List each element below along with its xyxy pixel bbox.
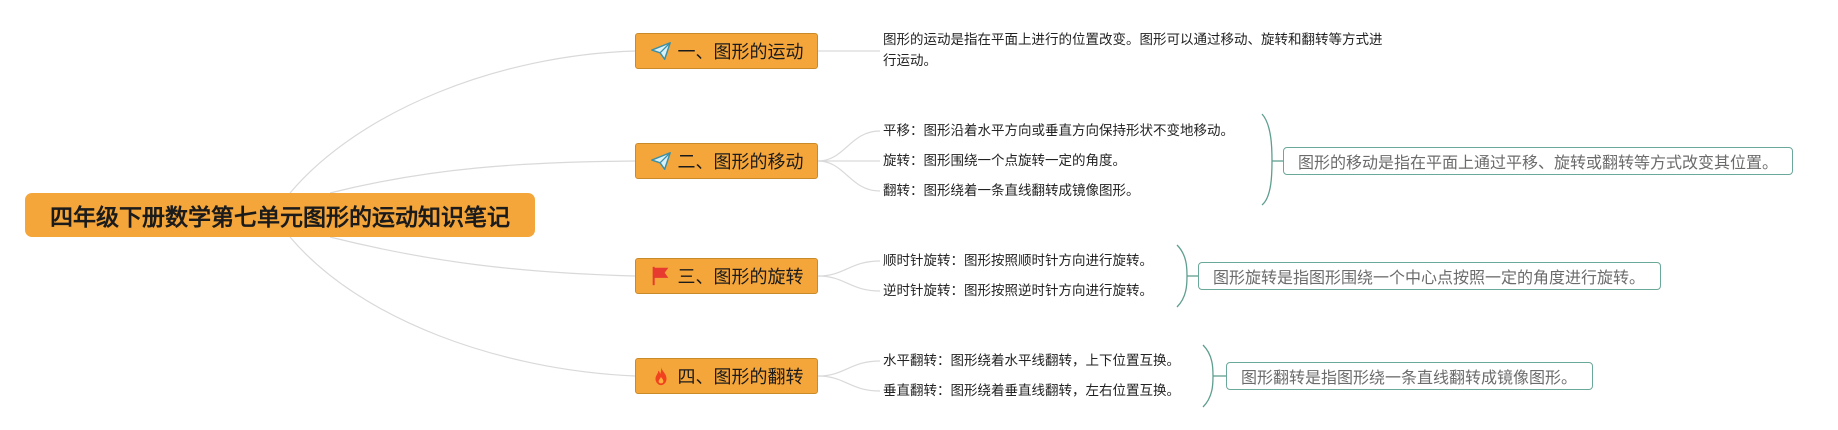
summary-topic-2[interactable]: 图形的移动是指在平面上通过平移、旋转或翻转等方式改变其位置。	[1283, 147, 1793, 175]
link-root-branch-1	[289, 50, 636, 194]
paper-plane-icon	[650, 40, 672, 62]
summary-topic-3[interactable]: 图形旋转是指图形围绕一个中心点按照一定的角度进行旋转。	[1198, 262, 1661, 290]
leaf-topic-2-2[interactable]: 旋转：图形围绕一个点旋转一定的角度。	[883, 153, 1126, 169]
link-root-branch-4	[289, 236, 636, 377]
link-branch-3-leaf-2	[817, 275, 881, 292]
summary-bracket-2	[1261, 113, 1273, 206]
branch-topic-3-label: 三、图形的旋转	[677, 267, 804, 288]
summary-topic-2-label: 图形的移动是指在平面上通过平移、旋转或翻转等方式改变其位置。	[1298, 153, 1779, 172]
summary-topic-4[interactable]: 图形翻转是指图形绕一条直线翻转成镜像图形。	[1226, 362, 1593, 390]
summary-bracket-3	[1176, 244, 1188, 308]
branch-topic-1-label: 一、图形的运动	[677, 42, 804, 63]
root-topic-label: 四年级下册数学第七单元图形的运动知识笔记	[50, 205, 510, 231]
branch-topic-4[interactable]: 四、图形的翻转	[635, 358, 818, 394]
branch-topic-4-label: 四、图形的翻转	[677, 367, 804, 388]
link-branch-3-leaf-1	[817, 260, 881, 277]
leaf-topic-2-3[interactable]: 翻转：图形绕着一条直线翻转成镜像图形。	[883, 183, 1140, 199]
link-branch-4-leaf-1	[817, 360, 881, 377]
link-root-branch-3	[329, 236, 636, 277]
flag-icon	[650, 265, 672, 287]
leaf-topic-4-1[interactable]: 水平翻转：图形绕着水平线翻转，上下位置互换。	[883, 353, 1180, 369]
branch-topic-3[interactable]: 三、图形的旋转	[635, 258, 818, 294]
summary-topic-4-label: 图形翻转是指图形绕一条直线翻转成镜像图形。	[1241, 368, 1578, 387]
leaf-topic-3-1[interactable]: 顺时针旋转：图形按照顺时针方向进行旋转。	[883, 253, 1153, 269]
summary-bracket-4	[1202, 344, 1214, 408]
branch-topic-2-label: 二、图形的移动	[677, 152, 804, 173]
leaf-topic-3-2[interactable]: 逆时针旋转：图形按照逆时针方向进行旋转。	[883, 283, 1153, 299]
link-branch-4-leaf-2	[817, 375, 881, 392]
paper-plane-icon	[650, 150, 672, 172]
summary-topic-3-label: 图形旋转是指图形围绕一个中心点按照一定的角度进行旋转。	[1213, 268, 1646, 287]
root-topic[interactable]: 四年级下册数学第七单元图形的运动知识笔记	[25, 193, 535, 237]
leaf-topic-4-2[interactable]: 垂直翻转：图形绕着垂直线翻转，左右位置互换。	[883, 383, 1180, 399]
link-branch-2-leaf-3	[817, 160, 881, 192]
leaf-topic-2-1[interactable]: 平移：图形沿着水平方向或垂直方向保持形状不变地移动。	[883, 123, 1234, 139]
link-branch-2-leaf-1	[817, 130, 881, 162]
link-root-branch-2	[329, 160, 636, 194]
fire-icon	[650, 365, 672, 387]
branch-topic-1[interactable]: 一、图形的运动	[635, 33, 818, 69]
branch-topic-2[interactable]: 二、图形的移动	[635, 143, 818, 179]
leaf-topic-1-1[interactable]: 图形的运动是指在平面上进行的位置改变。图形可以通过移动、旋转和翻转等方式进行运动…	[883, 32, 1383, 69]
